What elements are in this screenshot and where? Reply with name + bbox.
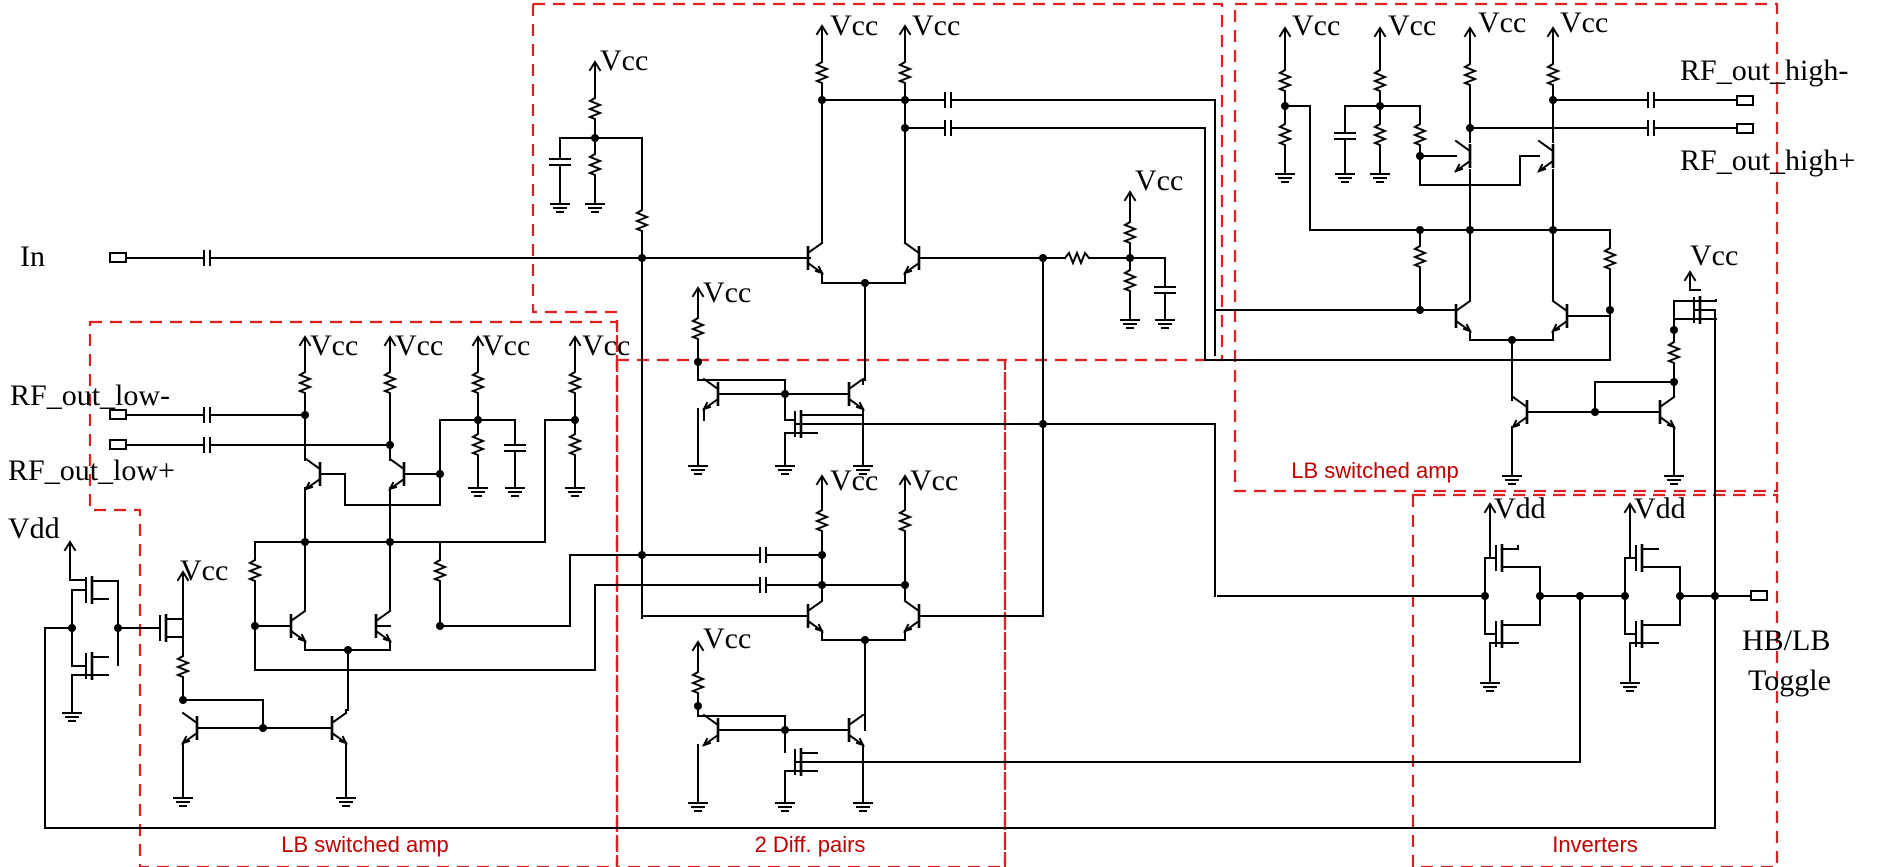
upper-current-mirror: [688, 287, 1216, 597]
vcc-label: Vcc: [703, 276, 751, 309]
vcc-label: Vcc: [310, 329, 358, 362]
rf-out-low-minus-label: RF_out_low-: [10, 379, 170, 412]
input-stage: [109, 61, 811, 619]
rf-out-high-plus-label: RF_out_high+: [1680, 144, 1855, 177]
lower-diff-pair: [579, 475, 1044, 731]
hb-lb-toggle-terminal: [1750, 590, 1768, 601]
vcc-label: Vcc: [180, 554, 228, 587]
vcc-label: Vcc: [830, 9, 878, 42]
toggle-label-line2: Toggle: [1748, 664, 1831, 697]
block-label-lb-amp-right: LB switched amp: [1291, 458, 1459, 483]
upper-diff-pair: [806, 25, 1216, 617]
lower-current-mirror: [688, 595, 1581, 812]
vdd-label: Vdd: [1634, 492, 1686, 525]
input-label: In: [20, 240, 45, 273]
toggle-label-line1: HB/LB: [1742, 624, 1830, 657]
lb-amp-left-switch: [44, 541, 1716, 829]
inverters: [1217, 503, 1768, 692]
rf-out-low-plus-label: RF_out_low+: [8, 454, 175, 487]
diff-pairs-outline: [615, 358, 1007, 867]
vcc-label: Vcc: [600, 44, 648, 77]
vcc-label: Vcc: [582, 329, 630, 362]
diff-pairs-outline-upper: [533, 2, 1224, 867]
block-label-lb-amp-left: LB switched amp: [281, 832, 449, 857]
supply-labels: Vcc Vcc Vcc Vcc Vcc Vcc Vcc Vcc Vcc Vcc …: [8, 6, 1738, 655]
vcc-label: Vcc: [1560, 6, 1608, 39]
vdd-label: Vdd: [1494, 492, 1546, 525]
vcc-label: Vcc: [482, 329, 530, 362]
inverters-outline: [1411, 493, 1779, 867]
vcc-label: Vcc: [910, 464, 958, 497]
block-label-diff-pairs: 2 Diff. pairs: [755, 832, 866, 857]
vcc-label: Vcc: [1292, 9, 1340, 42]
vcc-label: Vcc: [1690, 239, 1738, 272]
vdd-label: Vdd: [8, 512, 60, 545]
vcc-label: Vcc: [830, 464, 878, 497]
rf-out-high-minus-terminal: [1736, 95, 1754, 106]
vcc-label: Vcc: [1135, 164, 1183, 197]
vcc-label: Vcc: [395, 329, 443, 362]
lb-amp-right: [1204, 27, 1754, 597]
vcc-label: Vcc: [1388, 9, 1436, 42]
vcc-label: Vcc: [1478, 6, 1526, 39]
port-labels: In RF_out_low- RF_out_low+ RF_out_high- …: [8, 54, 1855, 697]
vcc-label: Vcc: [912, 9, 960, 42]
lb-amp-left: [109, 336, 643, 807]
vcc-label: Vcc: [703, 622, 751, 655]
rf-out-high-minus-label: RF_out_high-: [1680, 54, 1848, 87]
lb-amp-left-outline: [88, 320, 619, 867]
block-label-inverters: Inverters: [1552, 832, 1638, 857]
rf-out-low-plus-terminal: [109, 439, 127, 450]
input-terminal: [109, 252, 127, 263]
rf-out-high-plus-terminal: [1736, 123, 1754, 134]
lb-amp-right-outline: [1233, 2, 1779, 493]
